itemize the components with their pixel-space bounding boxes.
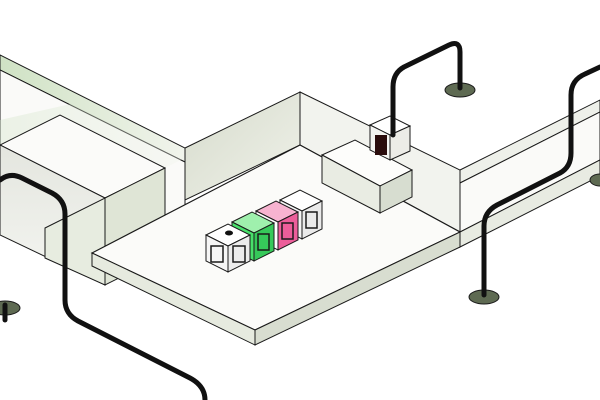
right-corridor <box>459 99 600 248</box>
cable-right <box>481 64 600 298</box>
cable-left-top <box>0 172 208 400</box>
block-chain[interactable] <box>204 189 324 273</box>
cables <box>0 41 600 400</box>
player-marker-icon <box>225 230 233 236</box>
raised-step <box>320 139 414 214</box>
player-block[interactable] <box>204 223 252 273</box>
cable-hole-far-right <box>589 173 600 187</box>
cable-top <box>390 41 463 138</box>
goal-tile[interactable] <box>368 115 412 161</box>
